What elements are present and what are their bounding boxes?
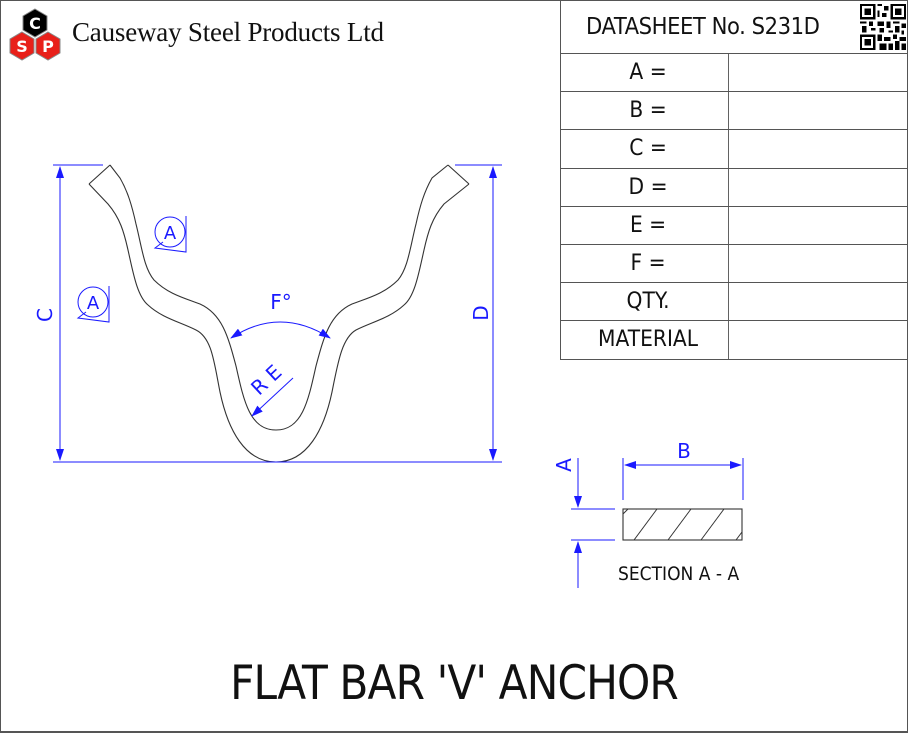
section-view: B A <box>552 439 744 588</box>
section-label: SECTION A - A <box>618 563 740 585</box>
spec-label: E = <box>568 206 729 244</box>
spec-label: C = <box>568 130 729 168</box>
spec-label: F = <box>568 244 729 283</box>
drawing-title: FLAT BAR 'V' ANCHOR <box>230 656 679 711</box>
spec-row-b: B = <box>561 92 908 131</box>
spec-row-d: D = <box>561 168 908 207</box>
spec-row-a: A = <box>561 54 908 93</box>
spec-table: A = B = C = D = E = F = QTY. MATERIAL <box>560 54 908 360</box>
logo-hex-top <box>22 8 48 38</box>
logo-hex-left <box>9 31 35 61</box>
dim-label-f: F° <box>270 290 292 314</box>
dim-label-radius: R E <box>246 360 286 400</box>
dimensions <box>53 164 502 463</box>
dim-arc-f <box>230 321 331 339</box>
section-marker-lower <box>76 286 110 323</box>
logo-hex-right <box>35 31 61 61</box>
section-marker-lower-label: A <box>87 293 100 314</box>
spec-label: QTY. <box>568 283 729 321</box>
company-name: Causeway Steel Products Ltd <box>72 17 384 47</box>
spec-label: MATERIAL <box>568 321 729 359</box>
spec-row-c: C = <box>561 130 908 169</box>
logo-letter-c: C <box>29 14 41 33</box>
section-marker-upper-label: A <box>164 223 177 244</box>
section-hatch <box>622 508 743 541</box>
dim-label-a: A <box>552 458 576 472</box>
spec-label: A = <box>568 54 729 92</box>
dim-label-b: B <box>677 439 691 463</box>
dim-line-radius <box>251 377 294 417</box>
spec-row-material: MATERIAL <box>561 321 908 360</box>
spec-row-qty: QTY. <box>561 283 908 322</box>
spec-label: D = <box>568 168 729 206</box>
spec-row-f: F = <box>561 244 908 284</box>
datasheet-title: DATASHEET No. S231D <box>586 14 820 40</box>
spec-row-e: E = <box>561 206 908 245</box>
bar-end-right <box>447 164 470 185</box>
bar-outer-edge <box>88 183 470 463</box>
spec-label: B = <box>568 92 729 130</box>
dim-label-c: C <box>33 308 57 322</box>
bar-end-left <box>88 164 111 185</box>
section-marker-upper <box>153 216 187 253</box>
section-rect <box>622 508 743 541</box>
dim-label-d: D <box>469 305 493 320</box>
logo-letter-s: S <box>16 37 28 56</box>
csp-logo: C S P <box>9 8 61 61</box>
datasheet-header: DATASHEET No. S231D <box>560 0 907 54</box>
logo-letter-p: P <box>42 37 54 56</box>
qr-code-icon[interactable] <box>860 4 906 50</box>
bar-inner-edge <box>109 164 449 431</box>
